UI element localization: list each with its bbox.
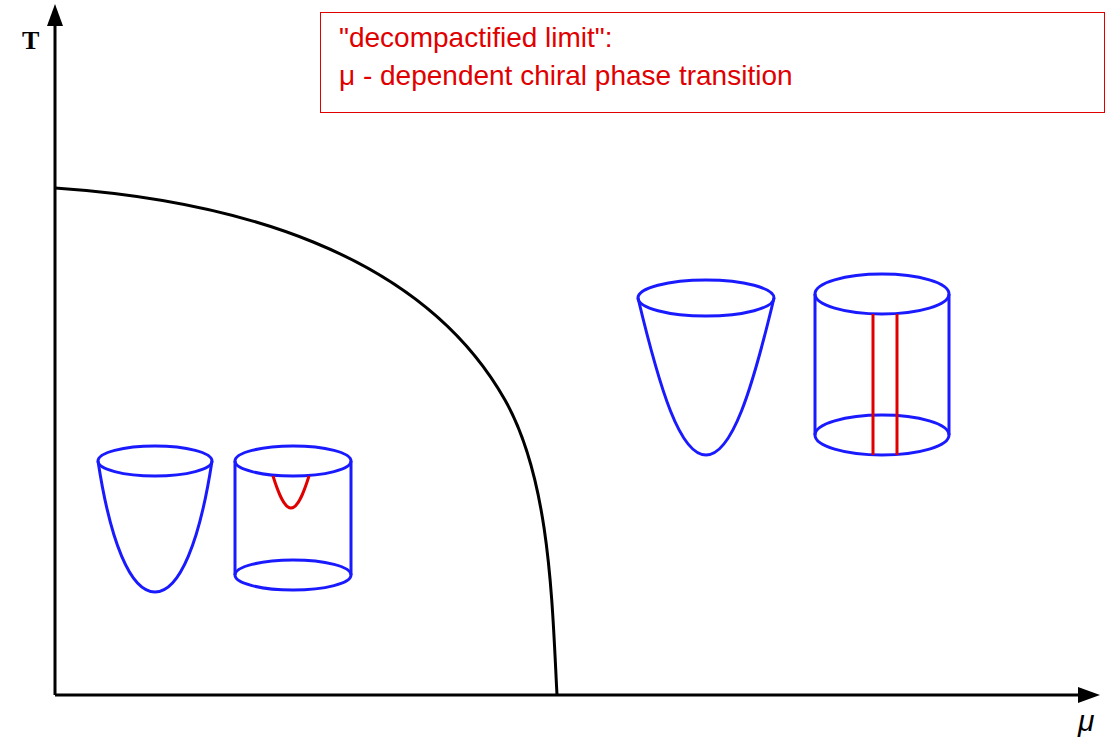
axis-label: T bbox=[22, 26, 39, 56]
t-axis bbox=[54, 18, 57, 695]
axis-label: μ bbox=[1078, 704, 1094, 738]
axis-arrowhead bbox=[1078, 687, 1100, 703]
paraboloid bbox=[98, 446, 212, 592]
phase-boundary bbox=[55, 188, 557, 695]
axis-arrowhead bbox=[47, 4, 63, 26]
paraboloid bbox=[638, 280, 774, 455]
cylinder bbox=[815, 274, 949, 455]
red-vertical-line bbox=[896, 314, 899, 455]
note-box: "decompactified limit":μ - dependent chi… bbox=[320, 12, 1105, 113]
red-vertical-line bbox=[872, 314, 875, 455]
mu-axis bbox=[55, 694, 1085, 697]
note-heading: "decompactified limit": bbox=[339, 19, 1086, 57]
note-body: μ - dependent chiral phase transition bbox=[339, 57, 1086, 95]
red-u-curve bbox=[273, 476, 309, 508]
cylinder bbox=[235, 446, 351, 590]
